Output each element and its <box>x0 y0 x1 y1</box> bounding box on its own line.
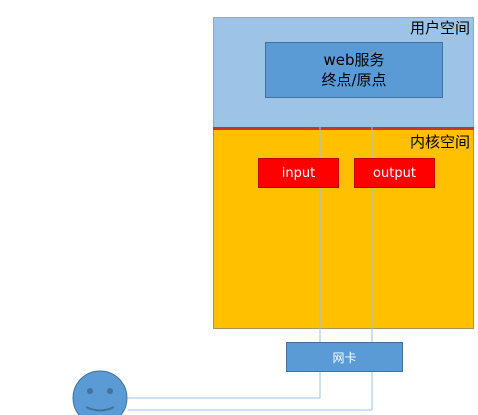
smiley-face-icon <box>72 370 128 415</box>
kernel-space-label: 内核空间 <box>409 133 470 151</box>
user-space-label: 用户空间 <box>409 19 470 37</box>
web-service-line1: web服务 <box>323 51 385 69</box>
web-service-box: web服务 终点/原点 <box>265 42 443 98</box>
input-hook-label: input <box>281 165 316 181</box>
web-service-line2: 终点/原点 <box>321 71 387 89</box>
nic-label: 网卡 <box>332 350 357 365</box>
output-hook-label: output <box>373 165 416 181</box>
output-hook-box: output <box>354 158 435 188</box>
nic-box: 网卡 <box>286 342 403 372</box>
user-kernel-divider <box>213 127 474 131</box>
input-hook-box: input <box>258 158 339 188</box>
